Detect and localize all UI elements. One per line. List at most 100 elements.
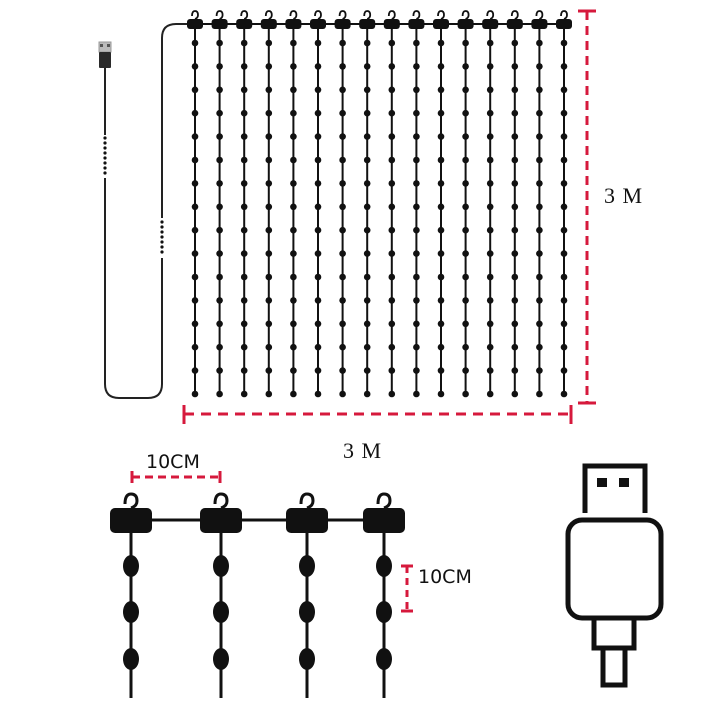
led-bead [314, 297, 322, 304]
led-bead [290, 86, 297, 94]
led-bead [363, 39, 371, 47]
led-bead [560, 109, 568, 117]
led-bead [560, 343, 568, 351]
led-bead [413, 390, 420, 398]
led-bead [240, 180, 248, 187]
led-bead [339, 343, 346, 351]
led-bead [240, 273, 248, 281]
detail-strand [200, 492, 242, 698]
led-bead [213, 648, 229, 670]
led-bead [462, 39, 469, 47]
led-bead [388, 367, 396, 374]
led-bead [290, 367, 297, 374]
light-strand [334, 10, 351, 398]
led-bead [486, 250, 494, 257]
led-bead [376, 555, 392, 577]
led-bead [339, 250, 346, 257]
height-label: 3 M [604, 183, 644, 208]
led-bead [240, 109, 248, 117]
led-bead [511, 63, 519, 70]
led-bead [560, 367, 568, 374]
led-bead [363, 133, 371, 140]
led-bead [511, 133, 519, 140]
led-bead [511, 39, 519, 47]
led-bead [191, 297, 199, 304]
led-bead [560, 250, 568, 257]
led-bead [536, 320, 543, 328]
led-bead [462, 226, 469, 234]
led-bead [462, 133, 469, 140]
led-bead [240, 297, 248, 304]
led-bead [314, 63, 322, 70]
led-bead [191, 63, 199, 70]
led-bead [511, 250, 519, 257]
led-bead [339, 320, 346, 328]
light-strand [260, 10, 277, 398]
led-bead [388, 39, 396, 47]
led-bead [213, 555, 229, 577]
led-bead [314, 86, 322, 94]
led-bead [299, 555, 315, 577]
led-bead [216, 343, 223, 351]
led-bead [290, 343, 297, 351]
led-bead [265, 180, 273, 187]
led-bead [511, 273, 519, 281]
led-bead [191, 390, 199, 398]
led-bead [462, 63, 469, 70]
led-bead [413, 343, 420, 351]
led-bead [486, 343, 494, 351]
led-bead [339, 226, 346, 234]
led-bead [437, 39, 445, 47]
led-bead [216, 226, 223, 234]
led-bead [388, 297, 396, 304]
led-bead [240, 343, 248, 351]
led-bead [536, 133, 543, 140]
detail-strand [286, 492, 328, 698]
led-bead [437, 250, 445, 257]
led-bead [536, 297, 543, 304]
led-bead [462, 343, 469, 351]
led-bead [191, 133, 199, 140]
led-bead [363, 203, 371, 211]
led-bead [486, 180, 494, 187]
led-bead [123, 648, 139, 670]
led-bead [511, 226, 519, 234]
led-bead [462, 180, 469, 187]
led-bead [290, 320, 297, 328]
led-bead [388, 226, 396, 234]
led-bead [363, 273, 371, 281]
led-bead [339, 109, 346, 117]
led-bead [314, 226, 322, 234]
led-bead [376, 648, 392, 670]
led-bead [191, 156, 199, 164]
led-bead [339, 390, 346, 398]
led-bead [363, 320, 371, 328]
horizontal-spacing-label: 10CM [146, 451, 200, 473]
led-bead [437, 297, 445, 304]
led-bead [216, 133, 223, 140]
led-bead [536, 250, 543, 257]
led-bead [413, 156, 420, 164]
light-strands [187, 10, 572, 398]
led-bead [486, 273, 494, 281]
led-bead [511, 180, 519, 187]
led-bead [413, 203, 420, 211]
led-bead [413, 109, 420, 117]
hook-clip [286, 508, 328, 533]
led-bead [486, 39, 494, 47]
led-bead [413, 133, 420, 140]
led-bead [437, 203, 445, 211]
led-bead [388, 133, 396, 140]
light-strand [482, 10, 499, 398]
led-bead [290, 226, 297, 234]
led-bead [536, 367, 543, 374]
led-bead [216, 109, 223, 117]
led-bead [265, 250, 273, 257]
led-bead [191, 109, 199, 117]
led-bead [486, 86, 494, 94]
led-bead [511, 367, 519, 374]
led-bead [265, 226, 273, 234]
led-bead [265, 367, 273, 374]
led-bead [363, 226, 371, 234]
